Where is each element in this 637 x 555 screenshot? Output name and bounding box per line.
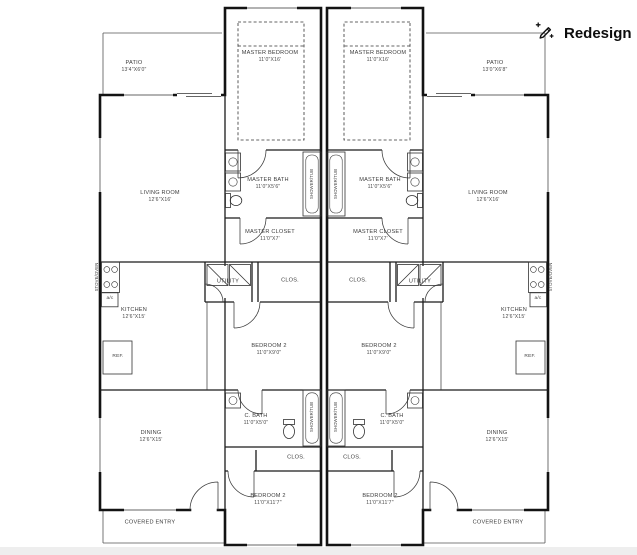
page-edge-strip (0, 547, 637, 555)
label-ac-right: a/c (534, 295, 542, 301)
room-label-master-bath-left: MASTER BATH 11'0"X5'6" (247, 177, 289, 191)
label-shower-tub-common-left: SHOWER/TUB (309, 401, 315, 433)
label-ac-left: a/c (106, 295, 114, 301)
room-label-closet-bottom-right: CLOS. (343, 454, 361, 461)
room-label-dining-left: DINING 12'6"X15' (139, 430, 163, 444)
redesign-button-label: Redesign (564, 25, 632, 42)
room-label-master-closet-right: MASTER CLOSET 11'0"X7' (353, 229, 403, 243)
room-label-master-bedroom-right: MASTER BEDROOM 11'0"X16' (349, 50, 407, 64)
room-label-closet-bottom-left: CLOS. (287, 454, 305, 461)
label-fridge-left: REF. (112, 353, 124, 359)
room-label-closet-mid-left: CLOS. (281, 277, 299, 284)
room-label-utility-left: UTILITY (216, 278, 240, 285)
room-label-common-bath-left: C. BATH 11'0"X5'0" (243, 413, 269, 427)
room-label-bedroom2a-left: BEDROOM 2 11'0"X9'0" (251, 343, 287, 357)
redesign-button[interactable]: Redesign (533, 20, 632, 47)
room-label-living-room-right: LIVING ROOM 12'6"X16' (468, 190, 508, 204)
label-fridge-right: REF. (524, 353, 536, 359)
room-label-kitchen-right: KITCHEN 12'6"X15' (501, 307, 527, 321)
room-label-patio-right: PATIO 13'0"X6'8" (482, 60, 508, 74)
label-covered-entry-right: COVERED ENTRY (472, 519, 524, 526)
room-label-bedroom2b-left: BEDROOM 2 11'0"X11'7" (250, 493, 286, 507)
room-label-master-bath-right: MASTER BATH 11'0"X5'6" (359, 177, 401, 191)
label-stove-oven-right: STOVE/OVEN (548, 262, 554, 292)
label-shower-tub-common-right: SHOWER/TUB (333, 401, 339, 433)
label-shower-tub-master-left: SHOWER/TUB (309, 168, 315, 200)
room-label-dining-right: DINING 12'6"X15' (485, 430, 509, 444)
room-label-master-bedroom-left: MASTER BEDROOM 11'0"X16' (241, 50, 299, 64)
room-label-living-room-left: LIVING ROOM 12'6"X16' (140, 190, 180, 204)
room-label-master-closet-left: MASTER CLOSET 11'0"X7' (245, 229, 295, 243)
label-shower-tub-master-right: SHOWER/TUB (333, 168, 339, 200)
label-stove-oven-left: STOVE/OVEN (94, 262, 100, 292)
room-label-common-bath-right: C. BATH 11'0"X5'0" (379, 413, 405, 427)
room-label-closet-mid-right: CLOS. (349, 277, 367, 284)
room-label-utility-right: UTILITY (408, 278, 432, 285)
redesign-pen-icon (533, 20, 555, 47)
room-label-bedroom2a-right: BEDROOM 2 11'0"X9'0" (361, 343, 397, 357)
room-label-bedroom2b-right: BEDROOM 2 11'0"X11'7" (362, 493, 398, 507)
room-label-kitchen-left: KITCHEN 12'6"X15' (121, 307, 147, 321)
room-label-patio-left: PATIO 13'4"X6'0" (121, 60, 147, 74)
label-covered-entry-left: COVERED ENTRY (124, 519, 176, 526)
